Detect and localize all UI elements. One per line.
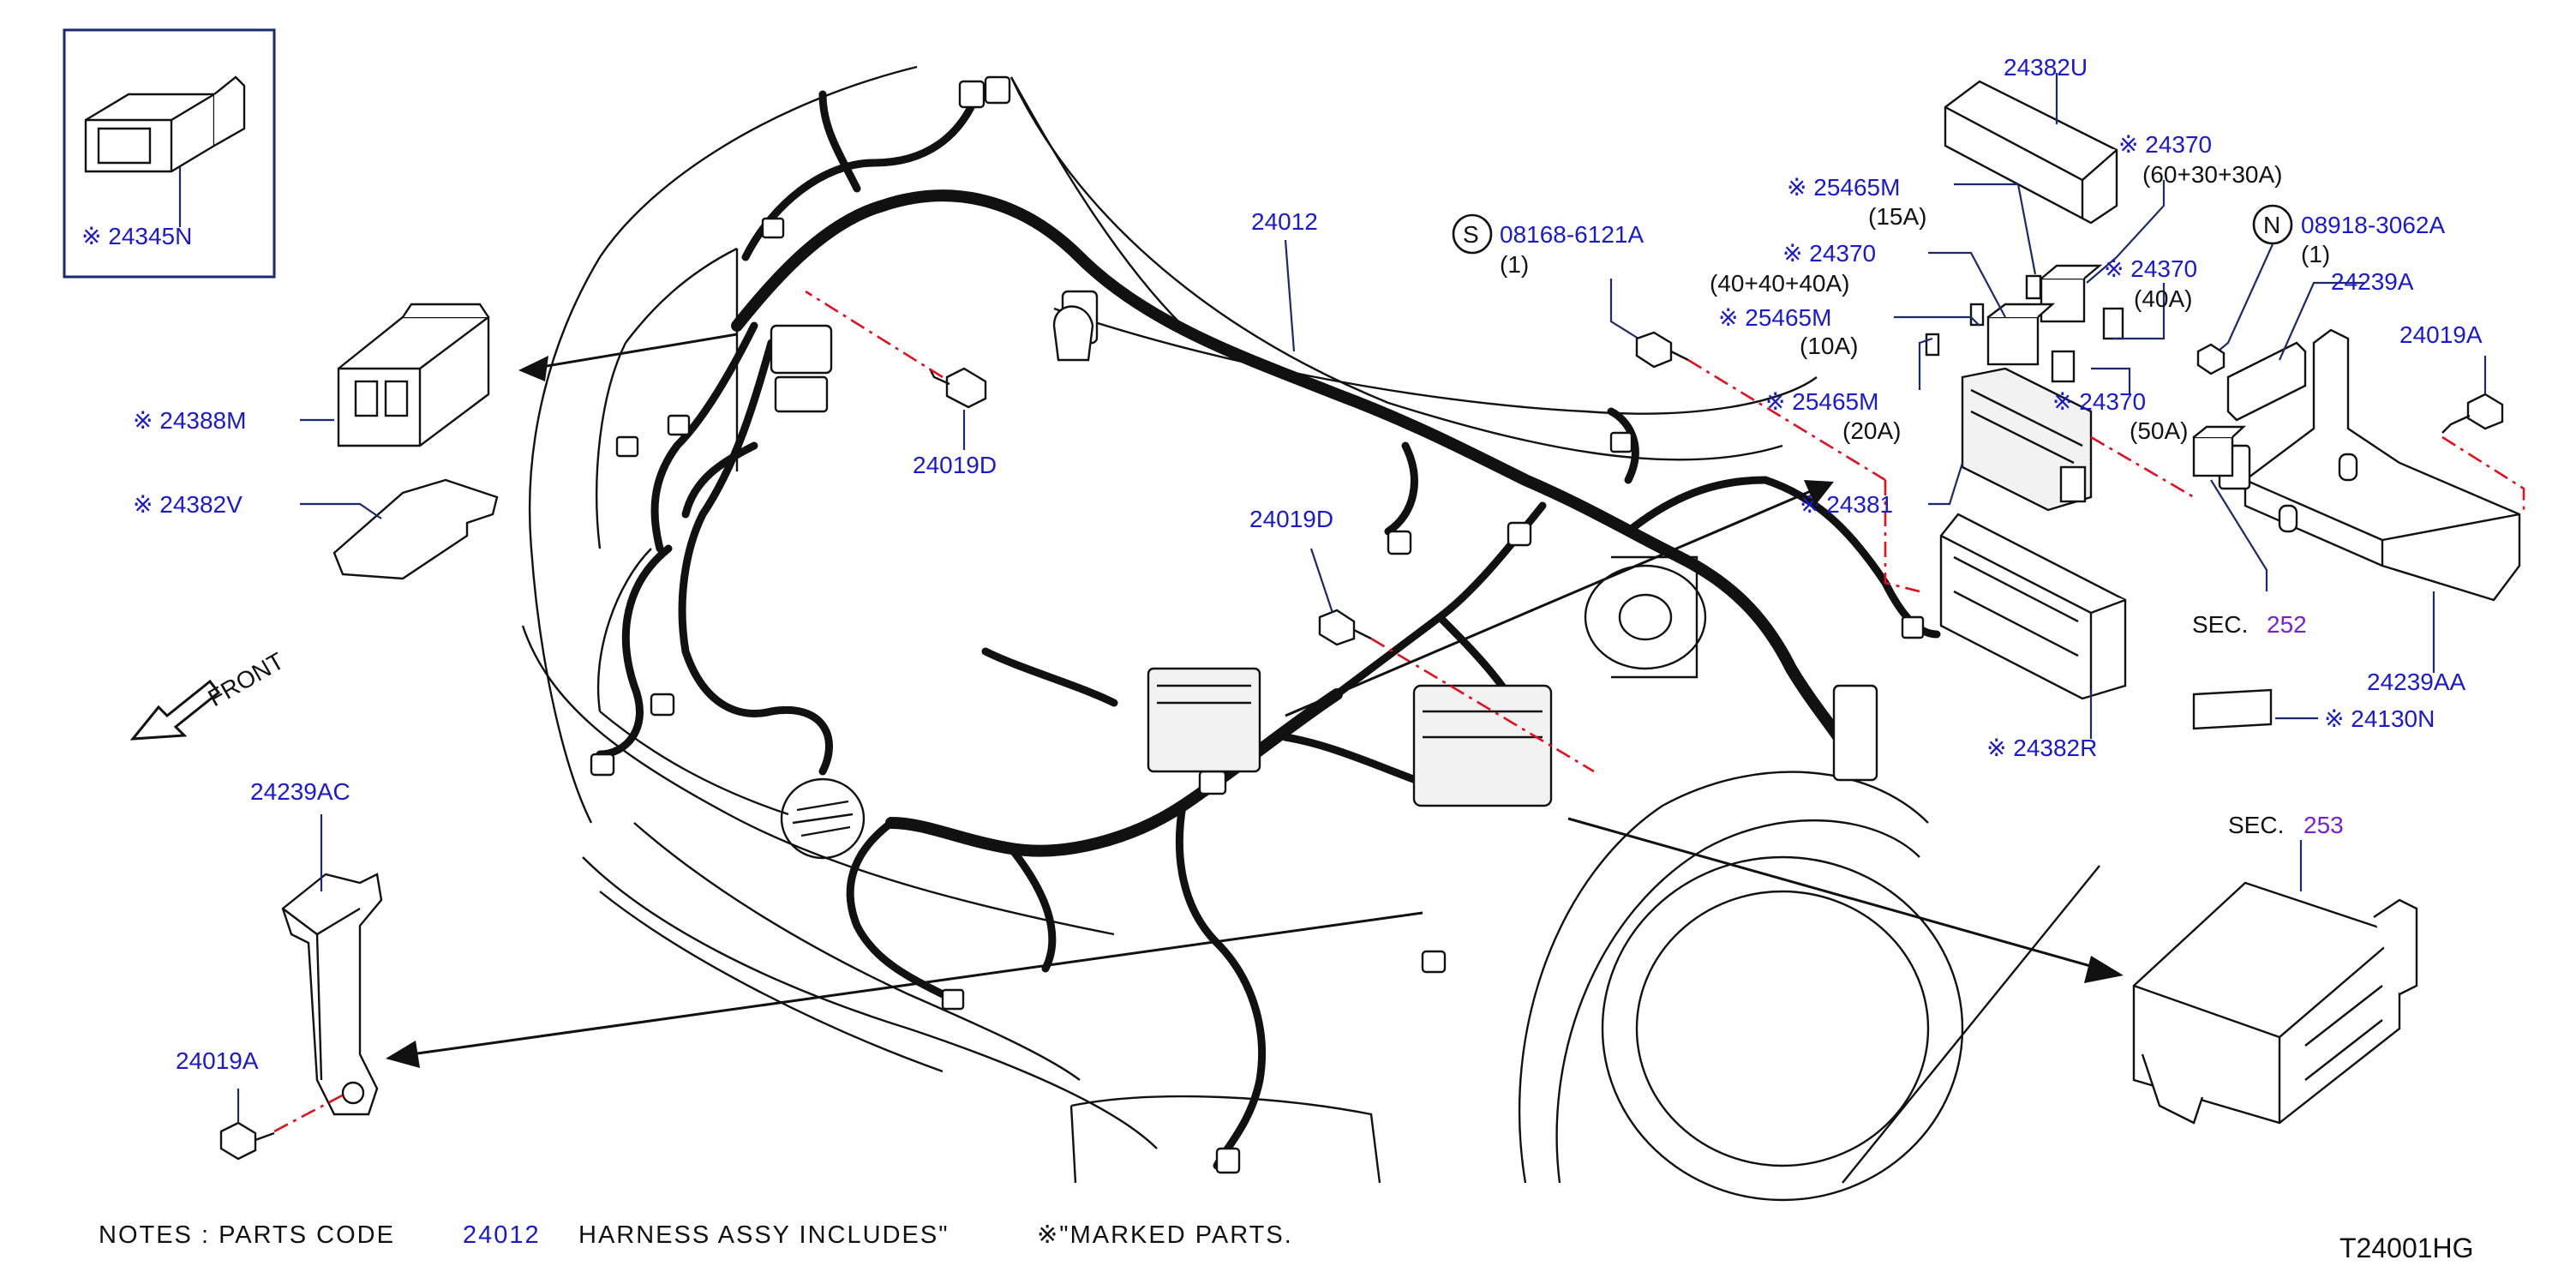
notes-suffix: ※"MARKED PARTS. bbox=[1037, 1221, 1293, 1249]
harness-connectors bbox=[590, 75, 1925, 1174]
part-label-24239A: 24239A bbox=[2331, 268, 2414, 295]
n-marker: N bbox=[2263, 212, 2280, 238]
part-spec-25465M-c: (20A) bbox=[1842, 417, 1901, 444]
bracket-24239A bbox=[2226, 281, 2365, 422]
diagram-code: T24001HG bbox=[2339, 1233, 2474, 1263]
s-marker: S bbox=[1463, 221, 1479, 248]
notes-prefix: NOTES : PARTS CODE bbox=[99, 1221, 395, 1249]
part-qty-08168-6121A: (1) bbox=[1500, 251, 1529, 278]
part-label-24382V: ※ 24382V bbox=[133, 491, 243, 518]
part-label-25465M-a: ※ 25465M bbox=[1787, 174, 1900, 201]
sec-252-number: 252 bbox=[2267, 611, 2307, 638]
notes-code: 24012 bbox=[463, 1221, 541, 1249]
bolt-24019A-left bbox=[219, 1089, 348, 1161]
arrowhead-24239AC bbox=[386, 1041, 420, 1068]
part-spec-25465M-b: (10A) bbox=[1800, 333, 1858, 359]
sec-253-number: 253 bbox=[2303, 812, 2344, 838]
part-label-24382R: ※ 24382R bbox=[1986, 735, 2097, 761]
bolt-24019D-mid bbox=[1309, 548, 1595, 773]
part-spec-24370-d: (50A) bbox=[2130, 417, 2188, 444]
part-label-24370-d: ※ 24370 bbox=[2052, 388, 2146, 415]
part-spec-24370-a: (60+30+30A) bbox=[2142, 161, 2282, 188]
leader-24370-c bbox=[2112, 283, 2166, 340]
part-24130N bbox=[2192, 688, 2318, 730]
fuse-cover-24382V bbox=[300, 478, 499, 580]
car-body-outline bbox=[521, 65, 2100, 1202]
leader-24012 bbox=[1284, 239, 1296, 352]
arrow-to-24388M bbox=[530, 333, 738, 370]
bracket-24239AA bbox=[2218, 328, 2521, 673]
leader-25465M-c bbox=[1918, 337, 1933, 390]
relay-block bbox=[2090, 425, 2268, 591]
part-label-08168-6121A: 08168-6121A bbox=[1500, 221, 1644, 248]
arrow-to-sec-253 bbox=[1567, 817, 2100, 970]
part-label-24382U: 24382U bbox=[2004, 54, 2088, 81]
leader-24381 bbox=[1928, 462, 1964, 506]
part-label-24370-b: ※ 24370 bbox=[1782, 240, 1876, 267]
fuse-block-cover-24382U bbox=[1944, 73, 2118, 225]
main-wiring-harness bbox=[596, 90, 1941, 1170]
arrow-to-fuse-block bbox=[1285, 487, 1818, 717]
front-label: FRONT bbox=[204, 647, 289, 711]
part-label-24345N: ※ 24345N bbox=[81, 223, 192, 249]
leader-25465M-b bbox=[1894, 315, 1980, 327]
sec-253-prefix: SEC. bbox=[2228, 812, 2284, 838]
part-label-24019A-right: 24019A bbox=[2399, 321, 2483, 348]
bolt-08168-6121A bbox=[1452, 213, 1920, 593]
part-spec-25465M-a: (15A) bbox=[1868, 203, 1926, 230]
part-label-24239AC: 24239AC bbox=[250, 778, 350, 805]
arrowhead-24388M bbox=[518, 356, 548, 381]
part-label-24370-c: ※ 24370 bbox=[2104, 255, 2197, 282]
part-label-24370-a: ※ 24370 bbox=[2118, 131, 2212, 158]
front-direction-arrow bbox=[129, 679, 221, 741]
part-spec-24370-c: (40A) bbox=[2134, 285, 2192, 312]
bolt-24019A-right bbox=[2441, 356, 2525, 510]
part-label-24012: 24012 bbox=[1251, 208, 1318, 235]
arrow-to-24239AC bbox=[410, 911, 1423, 1056]
part-label-24019D-mid: 24019D bbox=[1249, 506, 1333, 532]
bolt-24019D-top bbox=[805, 290, 987, 450]
module-sec-253 bbox=[2132, 840, 2418, 1125]
part-label-25465M-c: ※ 25465M bbox=[1765, 388, 1878, 415]
nut-08918-3062A bbox=[2196, 204, 2293, 375]
leader-25465M-a bbox=[1954, 183, 2037, 275]
part-label-24388M: ※ 24388M bbox=[133, 407, 246, 434]
bracket-24239AC bbox=[281, 814, 383, 1116]
fuse-box-cover-24388M bbox=[300, 303, 490, 447]
part-label-24019D-top: 24019D bbox=[913, 452, 997, 478]
part-label-25465M-b: ※ 25465M bbox=[1718, 304, 1831, 331]
part-spec-24370-b: (40+40+40A) bbox=[1710, 270, 1849, 297]
fuses-cluster bbox=[1925, 264, 2127, 700]
part-label-24019A-left: 24019A bbox=[176, 1047, 259, 1074]
leader-24370-a bbox=[2086, 180, 2166, 284]
part-label-24130N: ※ 24130N bbox=[2324, 705, 2435, 732]
part-qty-08918-3062A: (1) bbox=[2301, 241, 2330, 267]
arrowhead-fuse-block bbox=[1804, 480, 1834, 506]
part-label-24239AA: 24239AA bbox=[2367, 669, 2466, 695]
leader-24370-b bbox=[1928, 251, 2006, 318]
inset-box-24345N bbox=[63, 28, 276, 279]
part-label-08918-3062A: 08918-3062A bbox=[2301, 212, 2445, 238]
sec-252-prefix: SEC. bbox=[2192, 611, 2248, 638]
arrowhead-sec-253 bbox=[2084, 956, 2124, 983]
notes-middle: HARNESS ASSY INCLUDES" bbox=[578, 1221, 950, 1249]
leader-24370-d bbox=[2091, 367, 2131, 394]
